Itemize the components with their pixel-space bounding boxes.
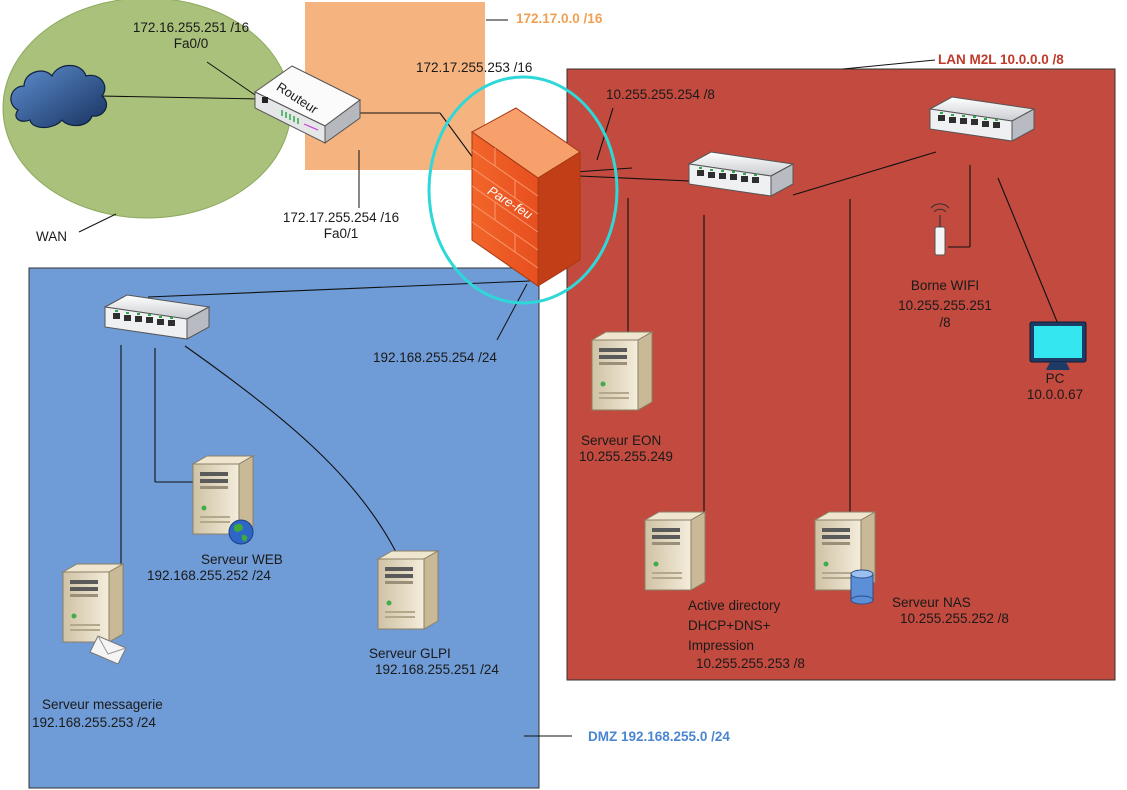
connection-lines <box>99 95 1059 565</box>
router-icon <box>254 65 361 144</box>
wifi-label: Borne WIFI 10.255.255.251 /8 <box>898 278 992 330</box>
firewall-icon <box>471 107 581 287</box>
globe-icon <box>228 519 254 545</box>
eon-server-icon <box>591 331 653 411</box>
web-server-label: Serveur WEB 192.168.255.252 /24 <box>147 552 283 583</box>
antenna-icon <box>930 203 950 256</box>
firewall-lan-ip-label: 10.255.255.254 /8 <box>606 87 715 102</box>
envelope-icon <box>89 635 127 665</box>
dmz-network-label: DMZ 192.168.255.0 /24 <box>588 729 730 744</box>
cloud-icon <box>10 64 107 129</box>
transit-zone <box>305 2 485 170</box>
ad-server-label: Active directory DHCP+DNS+ Impression 10… <box>688 598 805 671</box>
firewall-highlight <box>427 75 619 305</box>
monitor-icon <box>1029 321 1087 370</box>
firewall-dmz-ip-label: 192.168.255.254 /24 <box>373 350 497 365</box>
dmz-zone <box>28 267 540 789</box>
ad-server-icon <box>644 511 706 591</box>
glpi-server-label: Serveur GLPI 192.168.255.251 /24 <box>369 646 499 677</box>
pc-label: PC 10.0.0.67 <box>1026 371 1084 402</box>
firewall-transit-ip-label: 172.17.255.253 /16 <box>416 60 533 75</box>
mail-server-icon <box>62 563 124 643</box>
transit-network-label: 172.17.0.0 /16 <box>516 11 603 26</box>
database-icon <box>850 569 874 605</box>
nas-server-label: Serveur NAS 10.255.255.252 /8 <box>892 595 1009 626</box>
router-wan-ip-label: 172.16.255.251 /16 Fa0/0 <box>132 20 250 51</box>
router-transit-ip-label: 172.17.255.254 /16 Fa0/1 <box>282 210 400 241</box>
glpi-server-icon <box>377 550 439 630</box>
lan-network-label: LAN M2L 10.0.0.0 /8 <box>938 52 1064 67</box>
eon-server-label: Serveur EON 10.255.255.249 <box>579 433 673 464</box>
mail-server-label: Serveur messagerie 192.168.255.253 /24 <box>32 697 163 730</box>
wan-label: WAN <box>36 229 67 244</box>
leader-lines <box>78 19 936 737</box>
